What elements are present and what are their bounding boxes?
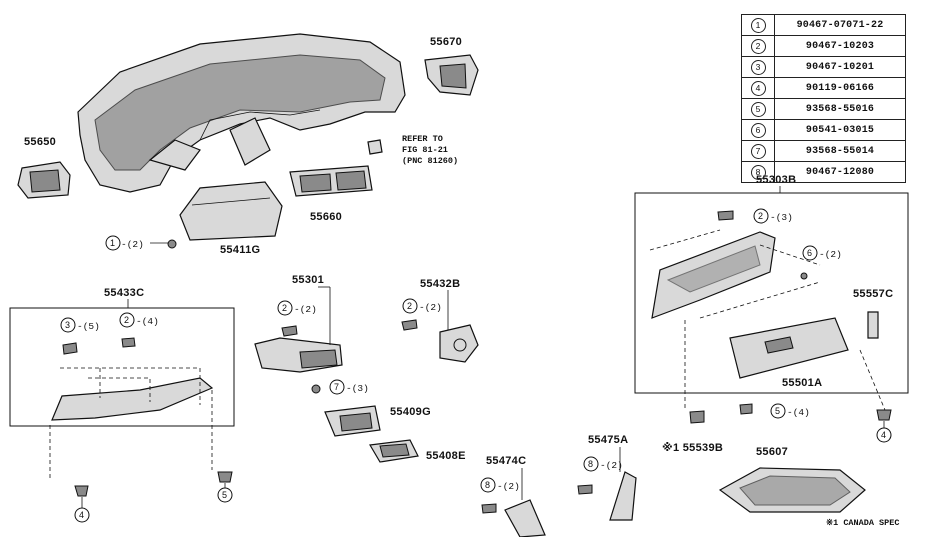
svg-text:2: 2 [282, 303, 287, 313]
label-55539b: ※1 55539B [662, 442, 723, 454]
part-55660-vent: 55660 [289, 165, 373, 223]
callout-6: 6 -(2) [802, 245, 842, 261]
svg-text:1: 1 [110, 238, 115, 248]
legend-part-number: 93568-55016 [774, 98, 906, 120]
legend-part-number: 90467-12080 [774, 161, 906, 183]
part-55607: 55607 [718, 446, 866, 513]
legend-number: 8 [750, 164, 766, 180]
svg-text:-(3): -(3) [770, 212, 793, 223]
label-55670: 55670 [430, 36, 462, 48]
label-55409g: 55409G [390, 406, 431, 418]
label-55432b: 55432B [420, 278, 460, 290]
legend-row: 7 93568-55014 [741, 140, 906, 162]
footnote: ※1 CANADA SPEC [826, 518, 899, 528]
legend-number: 2 [750, 38, 766, 54]
label-55474c: 55474C [486, 455, 526, 467]
label-55607: 55607 [756, 446, 788, 458]
svg-text:7: 7 [334, 382, 339, 392]
svg-text:4: 4 [79, 510, 84, 520]
callout-1: 1 -(2) [105, 235, 144, 251]
legend-row: 4 90119-06166 [741, 77, 906, 99]
part-55475a: 55475A 8 -(2) [577, 434, 637, 521]
callout-2b: 2 -(2) [277, 300, 317, 316]
svg-text:-(2): -(2) [600, 460, 623, 471]
legend-row: 6 90541-03015 [741, 119, 906, 141]
svg-text:8: 8 [588, 459, 593, 469]
label-55411g: 55411G [220, 244, 260, 256]
svg-text:-(2): -(2) [121, 239, 144, 250]
callout-8b: 8 -(2) [583, 456, 623, 472]
callout-8a: 8 -(2) [480, 477, 520, 493]
legend-number: 5 [750, 101, 766, 117]
refer-line-2: FIG 81-21 [402, 145, 448, 155]
part-55301: 55301 2 -(2) [254, 274, 343, 373]
part-55432b: 55432B 2 -(2) [401, 278, 479, 363]
part-55474c: 55474C 8 -(2) [480, 455, 546, 537]
svg-text:3: 3 [65, 320, 70, 330]
part-55670-vent: 55670 [424, 36, 479, 96]
legend-number: 3 [750, 59, 766, 75]
label-55408e: 55408E [426, 450, 466, 462]
callout-2a: 2 -(4) [119, 312, 159, 328]
legend-row: 3 90467-10201 [741, 56, 906, 78]
callout-2d: 2 -(3) [753, 208, 793, 224]
svg-text:2: 2 [124, 315, 129, 325]
label-55475a: 55475A [588, 434, 628, 446]
callout-7: 7 -(3) [329, 379, 369, 395]
label-55660: 55660 [310, 211, 342, 223]
svg-text:-(4): -(4) [787, 407, 810, 418]
legend-part-number: 90467-10203 [774, 35, 906, 57]
refer-line-1: REFER TO [402, 134, 443, 144]
svg-text:2: 2 [758, 211, 763, 221]
legend-number: 1 [750, 17, 766, 33]
legend-part-number: 90119-06166 [774, 77, 906, 99]
svg-text:-(5): -(5) [77, 321, 100, 332]
label-55301: 55301 [292, 274, 324, 286]
legend-row: 5 93568-55016 [741, 98, 906, 120]
legend-part-number: 90467-10201 [774, 56, 906, 78]
label-55433c: 55433C [104, 287, 144, 299]
instrument-panel [77, 33, 406, 193]
group-55303b: 55303B 2 -(3) 6 -(2) 55501A 55557C [634, 174, 909, 394]
callout-2c: 2 -(2) [402, 298, 442, 314]
svg-text:2: 2 [407, 301, 412, 311]
part-55650-vent: 55650 [17, 136, 71, 199]
legend-row: 1 90467-07071-22 [741, 14, 906, 36]
label-55557c: 55557C [853, 288, 893, 300]
legend-part-number: 90467-07071-22 [774, 14, 906, 36]
callout-3a: 3 -(5) [60, 317, 100, 333]
svg-text:-(2): -(2) [497, 481, 520, 492]
legend-number: 4 [750, 80, 766, 96]
fastener-5a: 5 [217, 471, 233, 503]
svg-text:-(2): -(2) [419, 302, 442, 313]
legend-part-number: 90541-03015 [774, 119, 906, 141]
svg-text:-(2): -(2) [294, 304, 317, 315]
label-55650: 55650 [24, 136, 56, 148]
svg-text:-(4): -(4) [136, 316, 159, 327]
label-55501a: 55501A [782, 377, 822, 389]
refer-line-3: (PNC 81260) [402, 156, 458, 166]
legend-row: 2 90467-10203 [741, 35, 906, 57]
fastener-4b: 4 [876, 409, 892, 443]
part-55409g: 7 -(3) 55409G [311, 379, 431, 437]
svg-text:8: 8 [485, 480, 490, 490]
svg-text:6: 6 [807, 248, 812, 258]
svg-text:-(3): -(3) [346, 383, 369, 394]
refer-note: REFER TO FIG 81-21 (PNC 81260) [367, 134, 458, 166]
legend-number: 7 [750, 143, 766, 159]
fastener-5c: 5 -(4) [739, 403, 810, 419]
svg-text:4: 4 [881, 430, 886, 440]
svg-text:-(2): -(2) [819, 249, 842, 260]
legend-part-number: 93568-55014 [774, 140, 906, 162]
legend-number: 6 [750, 122, 766, 138]
part-55408e: 55408E [369, 439, 466, 463]
svg-text:5: 5 [222, 490, 227, 500]
part-55411g-hood: 55411G [150, 181, 283, 256]
group-55433c: 55433C 3 -(5) 2 -(4) [9, 287, 235, 427]
fastener-4a: 4 [74, 485, 90, 523]
legend-row: 8 90467-12080 [741, 161, 906, 183]
svg-text:5: 5 [775, 406, 780, 416]
